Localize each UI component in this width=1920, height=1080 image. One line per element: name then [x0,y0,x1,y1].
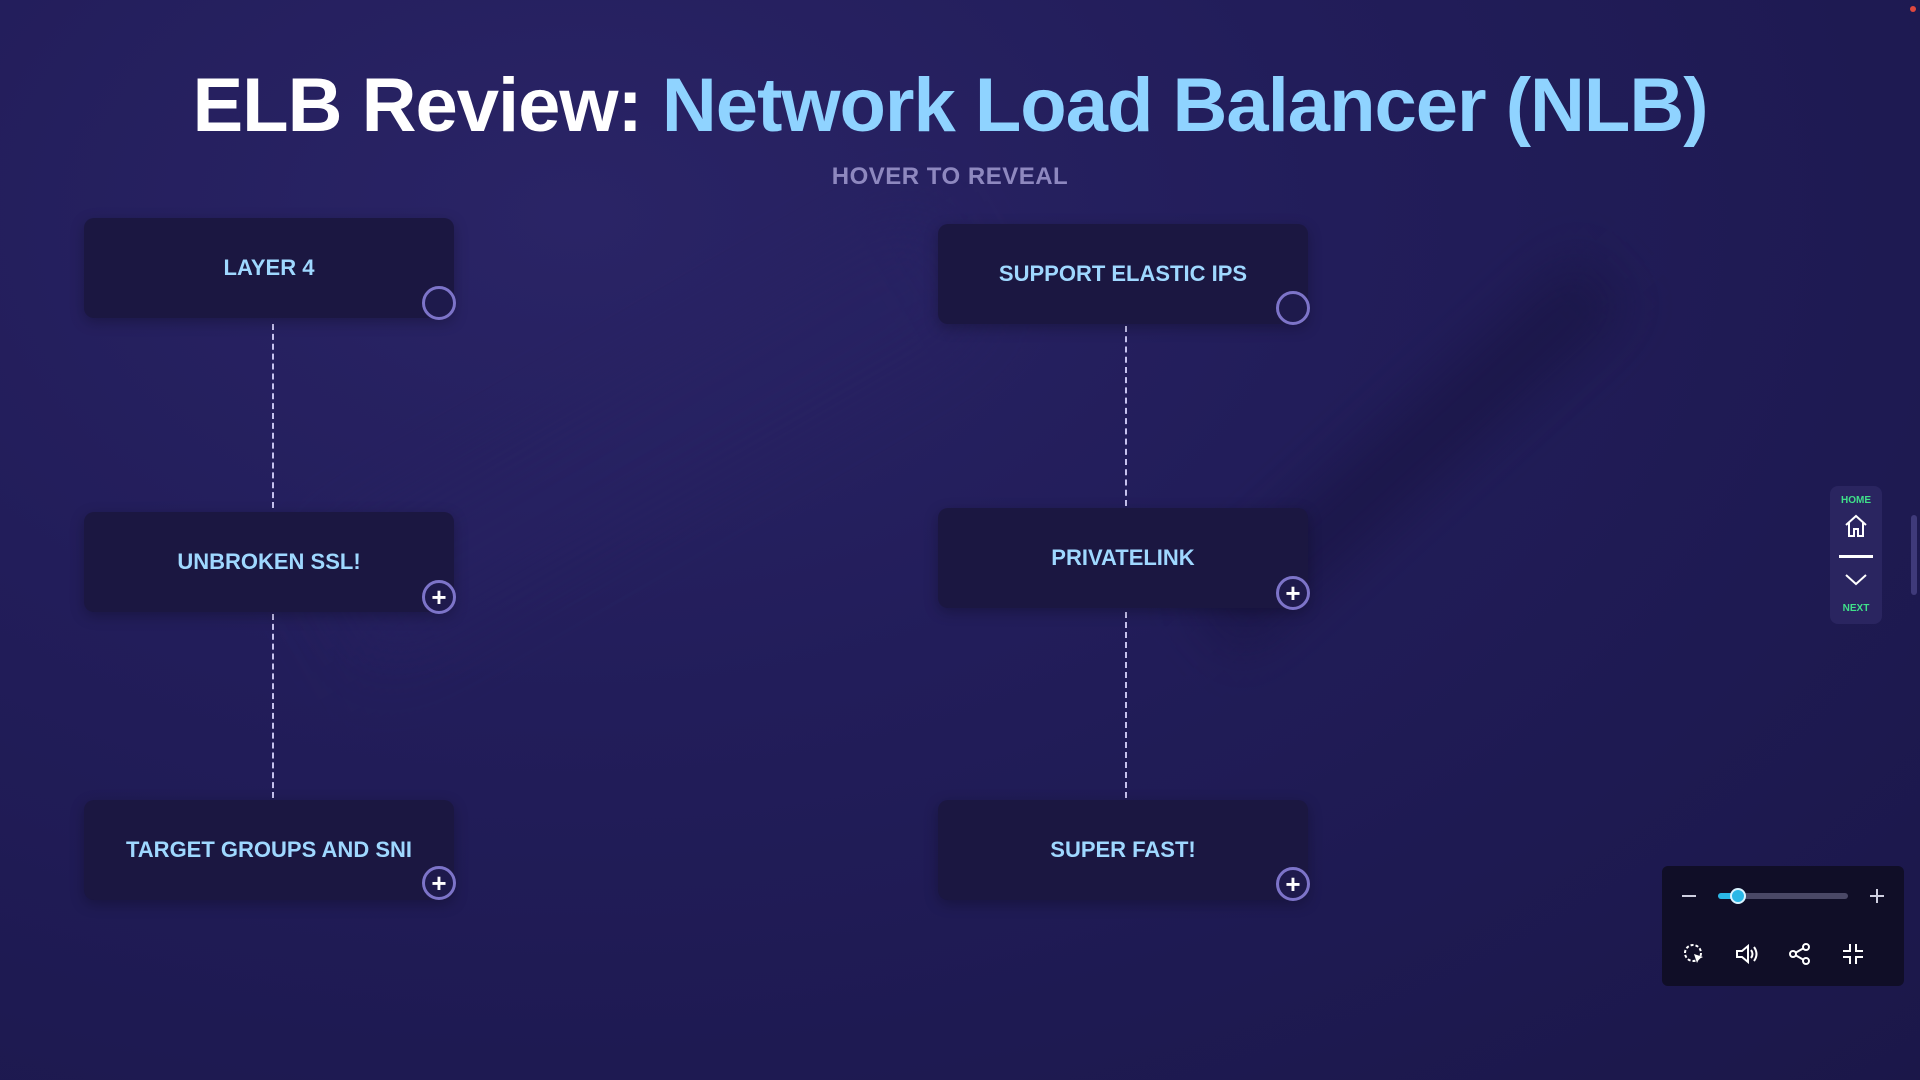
connector-line [1125,326,1127,506]
side-navigation: HOME NEXT [1830,486,1882,624]
card-support-elastic-ips[interactable]: SUPPORT ELASTIC IPS [938,224,1308,324]
plus-icon[interactable]: + [422,580,456,614]
player-controls [1662,866,1904,986]
chevron-down-icon[interactable] [1842,570,1870,590]
card-label: SUPER FAST! [1050,837,1196,862]
plus-icon[interactable]: + [1276,576,1310,610]
card-layer-4[interactable]: LAYER 4 [84,218,454,318]
connector-line [272,614,274,798]
scrollbar[interactable] [1911,515,1917,595]
card-label: LAYER 4 [223,255,315,280]
reveal-button[interactable] [422,286,456,320]
card-label: TARGET GROUPS AND SNI [125,837,412,862]
card-unbroken-ssl[interactable]: UNBROKEN SSL! [84,512,454,612]
zoom-slider-fill [1718,893,1738,899]
title-prefix: ELB Review: [192,63,662,148]
card-super-fast[interactable]: SUPER FAST! [938,800,1308,900]
volume-icon[interactable] [1732,939,1762,969]
home-label: HOME [1841,495,1871,506]
next-label: NEXT [1842,603,1870,614]
cursor-select-icon[interactable] [1679,939,1709,969]
page-subtitle: HOVER TO REVEAL [831,163,1069,190]
zoom-out-icon[interactable] [1674,881,1704,911]
plus-icon[interactable]: + [1276,867,1310,901]
zoom-slider[interactable] [1718,888,1848,904]
connector-line [1125,612,1127,798]
exit-fullscreen-icon[interactable] [1838,939,1868,969]
card-label: UNBROKEN SSL! [177,549,361,574]
card-target-groups-sni[interactable]: TARGET GROUPS AND SNI [84,800,454,900]
reveal-button[interactable] [1276,291,1310,325]
nav-divider [1839,555,1873,558]
home-icon[interactable] [1842,512,1870,540]
card-label: SUPPORT ELASTIC IPS [998,261,1248,286]
status-dot [1910,6,1916,12]
zoom-in-icon[interactable] [1862,881,1892,911]
page-title: ELB Review: Network Load Balancer (NLB) [0,62,1900,149]
card-privatelink[interactable]: PRIVATELINK [938,508,1308,608]
share-icon[interactable] [1785,939,1815,969]
plus-icon[interactable]: + [422,866,456,900]
zoom-slider-handle[interactable] [1729,888,1746,904]
connector-line [272,324,274,508]
card-label: PRIVATELINK [1051,545,1195,570]
title-accent: Network Load Balancer (NLB) [661,63,1709,148]
